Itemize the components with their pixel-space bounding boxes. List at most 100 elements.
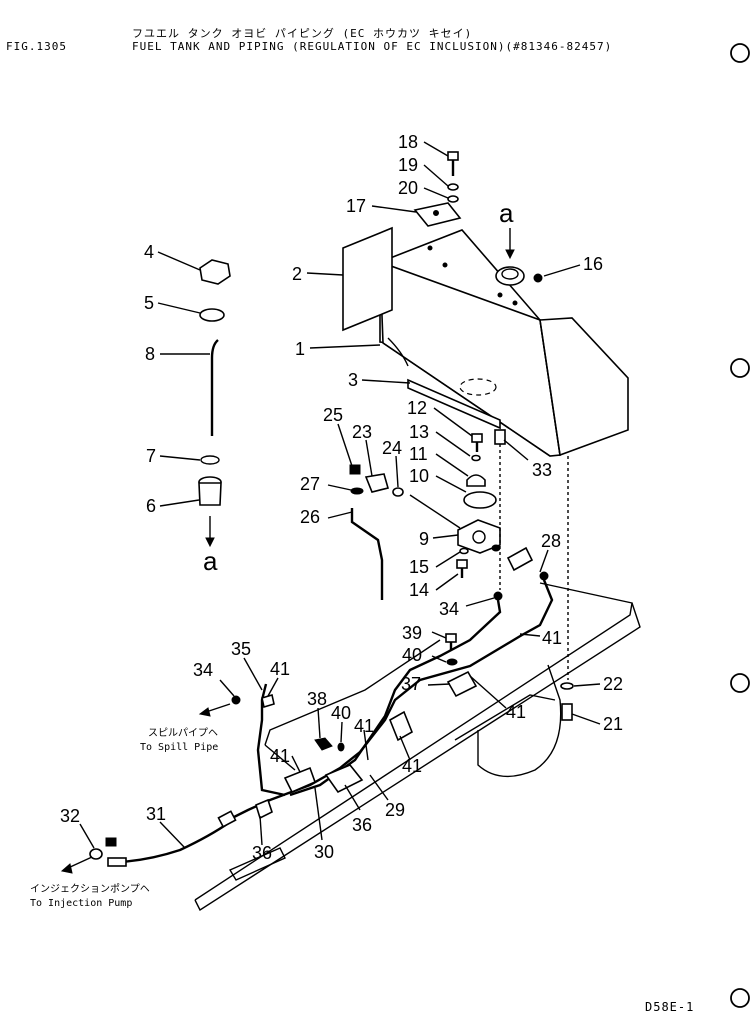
leader-5 (157, 302, 201, 314)
page-code: D58E-1 (645, 1000, 695, 1014)
callout-41-mid: 41 (354, 716, 374, 736)
callout-41-top: 41 (270, 659, 290, 679)
leader-24 (395, 455, 399, 488)
tank-drain-boss (387, 337, 409, 367)
leader-37 (427, 683, 451, 686)
tank-corner-edge (539, 319, 561, 456)
clip-41-top (261, 693, 275, 709)
callout-40: 40 (402, 645, 422, 665)
leader-2 (306, 272, 344, 276)
injection-arrow-line (67, 856, 93, 869)
hose-end-fitting (107, 857, 127, 867)
callout-37: 37 (401, 674, 421, 694)
leader-22 (573, 683, 601, 687)
callout-16: 16 (583, 254, 603, 274)
tank-bottom-edge (382, 342, 551, 457)
bolt-14-head (456, 559, 468, 569)
injection-note-jp: インジェクションポンプヘ (30, 883, 150, 895)
leader-lines (79, 141, 601, 849)
injection-arrowhead (60, 863, 73, 874)
callout-25: 25 (323, 405, 343, 425)
callout-1: 1 (295, 339, 305, 359)
leader-35 (243, 657, 263, 691)
leader-40 (431, 655, 447, 663)
leader-28 (539, 549, 549, 573)
callout-41-right: 41 (542, 628, 562, 648)
filler-neck-inner (501, 268, 519, 280)
cap-gasket (199, 308, 225, 322)
callout-19: 19 (398, 155, 418, 175)
fitting-33 (494, 429, 506, 445)
callout-32: 32 (60, 806, 80, 826)
tank-mount-bolt (560, 456, 574, 721)
leader-34-left (219, 679, 235, 697)
washer-20 (447, 195, 459, 203)
callout-41-lower: 41 (506, 702, 526, 722)
bolt-18-head (447, 151, 459, 161)
clamp-41 (388, 710, 414, 742)
tank-front-face (379, 260, 561, 457)
leader-26 (327, 511, 353, 519)
callout-15: 15 (409, 557, 429, 577)
callout-38: 38 (307, 689, 327, 709)
callout-41-bottom: 41 (402, 756, 422, 776)
leader-29 (369, 774, 389, 801)
bolt-12-head (471, 433, 483, 443)
leader-27 (327, 484, 352, 491)
right-fittings (491, 544, 549, 581)
leader-25 (337, 423, 353, 467)
callout-36-lower: 36 (252, 843, 272, 863)
leader-34 (465, 597, 495, 607)
callout-34-left: 34 (193, 660, 213, 680)
frame-inner-step (264, 744, 296, 771)
nut-28 (539, 571, 549, 581)
binder-hole-bottom (730, 988, 750, 1008)
dipstick-strainer (210, 339, 219, 436)
figure-number: FIG.1305 (6, 40, 67, 53)
leader-20 (423, 187, 449, 199)
callout-29: 29 (385, 800, 405, 820)
vehicle-frame (194, 582, 641, 912)
leader-38 (317, 707, 321, 739)
binder-hole-lower (730, 673, 750, 693)
tank-bolt-hole (512, 300, 518, 306)
leader-11 (435, 453, 469, 477)
leader-16 (543, 264, 581, 277)
leader-10 (435, 475, 467, 493)
bolt-38 (314, 737, 333, 751)
left-fittings (349, 464, 461, 600)
fuel-pipes (89, 579, 554, 867)
leader-14 (435, 573, 459, 591)
leader-36 (344, 784, 361, 811)
leader-39 (431, 631, 447, 639)
sender-gasket-10 (463, 491, 497, 509)
feed-pipe (227, 579, 554, 822)
callout-26: 26 (300, 507, 320, 527)
callout-41-left: 41 (270, 746, 290, 766)
clamp-plate (283, 766, 317, 794)
leader-41-right (519, 633, 541, 637)
banjo-bolt (105, 837, 117, 847)
frame-deck-edge (194, 582, 633, 901)
leader-31 (159, 821, 186, 849)
callout-13: 13 (409, 422, 429, 442)
callout-39: 39 (402, 623, 422, 643)
binder-hole-top (730, 43, 750, 63)
leader-18 (423, 141, 449, 157)
leader-12 (433, 407, 473, 437)
binder-hole-mid (730, 358, 750, 378)
leader-36-lower (259, 815, 263, 846)
frame-deck-thickness (194, 602, 641, 912)
leader-4 (157, 251, 201, 271)
destination-notes: スピルパイプヘ To Spill Pipe インジェクションポンプヘ To In… (30, 727, 218, 909)
callout-24: 24 (382, 438, 402, 458)
binder-holes (730, 43, 750, 1008)
washer-22 (560, 682, 574, 690)
washer-24-right (491, 544, 501, 552)
sender-cap-11 (466, 474, 486, 487)
fuel-sender-assembly (456, 429, 506, 601)
leader-1 (309, 344, 381, 349)
o-ring (200, 455, 220, 465)
leader-41-left (291, 755, 301, 773)
